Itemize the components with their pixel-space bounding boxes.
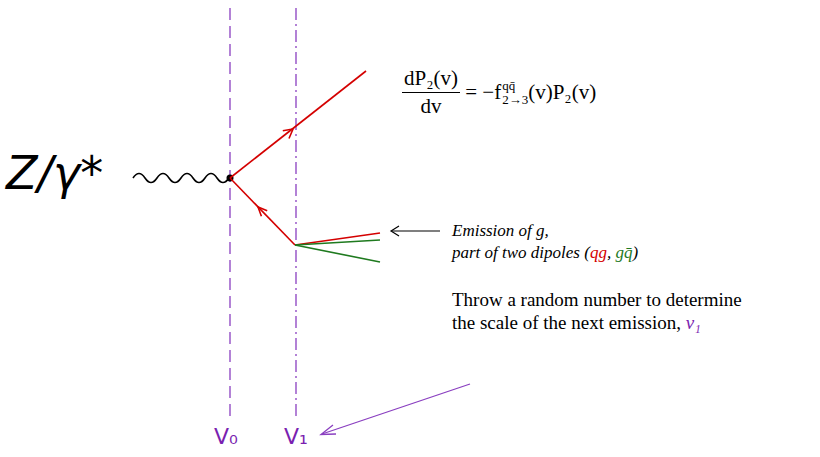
scale-label: V₀ [214,424,238,449]
scale-note: Throw a random number to determine the s… [452,288,742,334]
pointer-arrow [392,230,440,231]
antiquark-arrowhead [258,207,267,216]
note-text: , [607,243,616,262]
quark-line [230,71,366,178]
gluon-line-lower [295,245,380,262]
pointer-arrowhead [391,226,399,236]
dipole-name: qg [590,243,607,262]
scale-pointer-arrowhead [321,425,336,435]
scale-label: V₁ [284,424,308,449]
boson-label: Z/γ* [6,146,103,200]
note-text: part of two dipoles ( [452,243,590,262]
subscript: 2→3 [502,93,528,107]
fraction-numerator: dP₂(v) [402,66,460,93]
antiquark-line [230,178,295,245]
gluon-line-upper [295,240,380,245]
antiquark-after-emission [295,233,380,245]
note-line: Emission of g, [452,220,638,242]
note-line: part of two dipoles (qg, gq̄) [452,242,638,264]
emission-note: Emission of g, part of two dipoles (qg, … [452,220,638,264]
superscript: qq̄ [502,79,528,93]
scale-pointer-arrow [322,384,470,434]
photon-line [133,174,229,183]
scale-symbol: v₁ [686,312,701,333]
equation-term: (v)P₂(v) [528,80,596,104]
scale-line-v1 [295,8,296,420]
note-text: ) [632,243,638,262]
quark-arrowhead [283,129,293,139]
scale-line-v0 [229,8,230,420]
index-stack: qq̄2→3 [502,79,528,106]
equation-term: = −f [465,80,501,104]
dipole-name: gq̄ [615,243,632,262]
fraction-denominator: dv [419,93,444,119]
evolution-equation: dP₂(v) dv = −fqq̄2→3(v)P₂(v) [402,66,596,119]
derivative-fraction: dP₂(v) dv [402,66,460,119]
